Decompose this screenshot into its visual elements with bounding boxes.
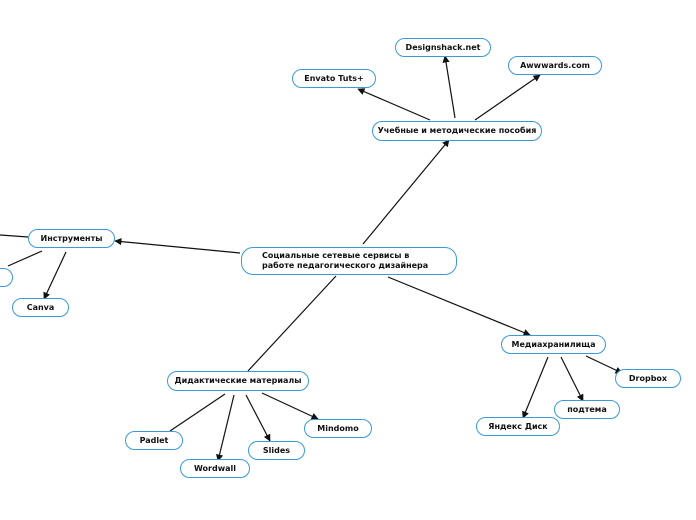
topic-awwwards[interactable]: Awwwards.com <box>508 56 602 75</box>
branch-didactic[interactable]: Дидактические материалы <box>167 371 309 391</box>
root-node[interactable]: Социальные сетевые сервисы в работе педа… <box>241 247 457 275</box>
topic-podtema[interactable]: подтема <box>554 400 620 419</box>
topic-wordwall[interactable]: Wordwall <box>180 459 250 478</box>
topic-padlet[interactable]: Padlet <box>125 431 183 450</box>
topic-canva-label: Canva <box>26 302 55 312</box>
edge-root-tools <box>114 238 241 254</box>
branch-tools-label: Инструменты <box>40 233 103 243</box>
edge-didactic-padlet <box>169 393 226 432</box>
branch-media-label: Медиахранилища <box>511 339 596 349</box>
branch-didactic-label: Дидактические материалы <box>174 376 302 386</box>
edge-didactic-slides <box>245 394 271 442</box>
edge-media-dropbox <box>585 355 623 374</box>
topic-mindomo[interactable]: Mindomo <box>304 419 372 438</box>
topic-mindomo-label: Mindomo <box>317 423 359 433</box>
edge-manuals-envato <box>357 88 431 121</box>
topic-designshack-label: Designshack.net <box>405 42 481 52</box>
topic-dropbox-label: Dropbox <box>628 373 668 383</box>
topic-yandex-disk-label: Яндекс Диск <box>488 421 548 431</box>
edge-didactic-mindomo <box>261 392 319 420</box>
topic-slides[interactable]: Slides <box>248 441 305 460</box>
branch-manuals-label: Учебные и методические пособия <box>377 126 537 136</box>
branch-manuals[interactable]: Учебные и методические пособия <box>372 121 542 141</box>
topic-yandex-disk[interactable]: Яндекс Диск <box>476 417 560 436</box>
edge-media-podtema <box>560 356 584 402</box>
topic-podtema-label: подтема <box>567 404 607 414</box>
branch-tools[interactable]: Инструменты <box>28 229 115 248</box>
topic-padlet-label: Padlet <box>139 435 169 445</box>
topic-designshack[interactable]: Designshack.net <box>395 38 491 57</box>
topic-slides-label: Slides <box>262 445 291 455</box>
topic-dropbox[interactable]: Dropbox <box>615 369 681 388</box>
edge-manuals-awwwards <box>474 74 541 121</box>
edge-manuals-designshack <box>442 55 456 119</box>
topic-awwwards-label: Awwwards.com <box>520 60 590 70</box>
edge-tools-offscreen-top <box>0 234 29 238</box>
edge-tools-offscreen-bottom <box>7 250 43 267</box>
edge-root-didactic <box>247 275 337 372</box>
topic-envato-tuts[interactable]: Envato Tuts+ <box>292 69 376 88</box>
edge-media-yandex <box>522 356 549 419</box>
root-label: Социальные сетевые сервисы в работе педа… <box>262 251 429 270</box>
branch-media[interactable]: Медиахранилища <box>501 335 606 354</box>
edge-root-media <box>387 276 531 336</box>
edge-didactic-wordwall <box>216 394 235 462</box>
topic-canva[interactable]: Canva <box>12 298 69 317</box>
topic-envato-tuts-label: Envato Tuts+ <box>304 73 364 83</box>
edge-root-manuals <box>362 139 450 245</box>
edge-tools-canva <box>43 251 67 300</box>
topic-wordwall-label: Wordwall <box>194 463 236 473</box>
topic-offscreen-partial[interactable] <box>0 268 13 287</box>
